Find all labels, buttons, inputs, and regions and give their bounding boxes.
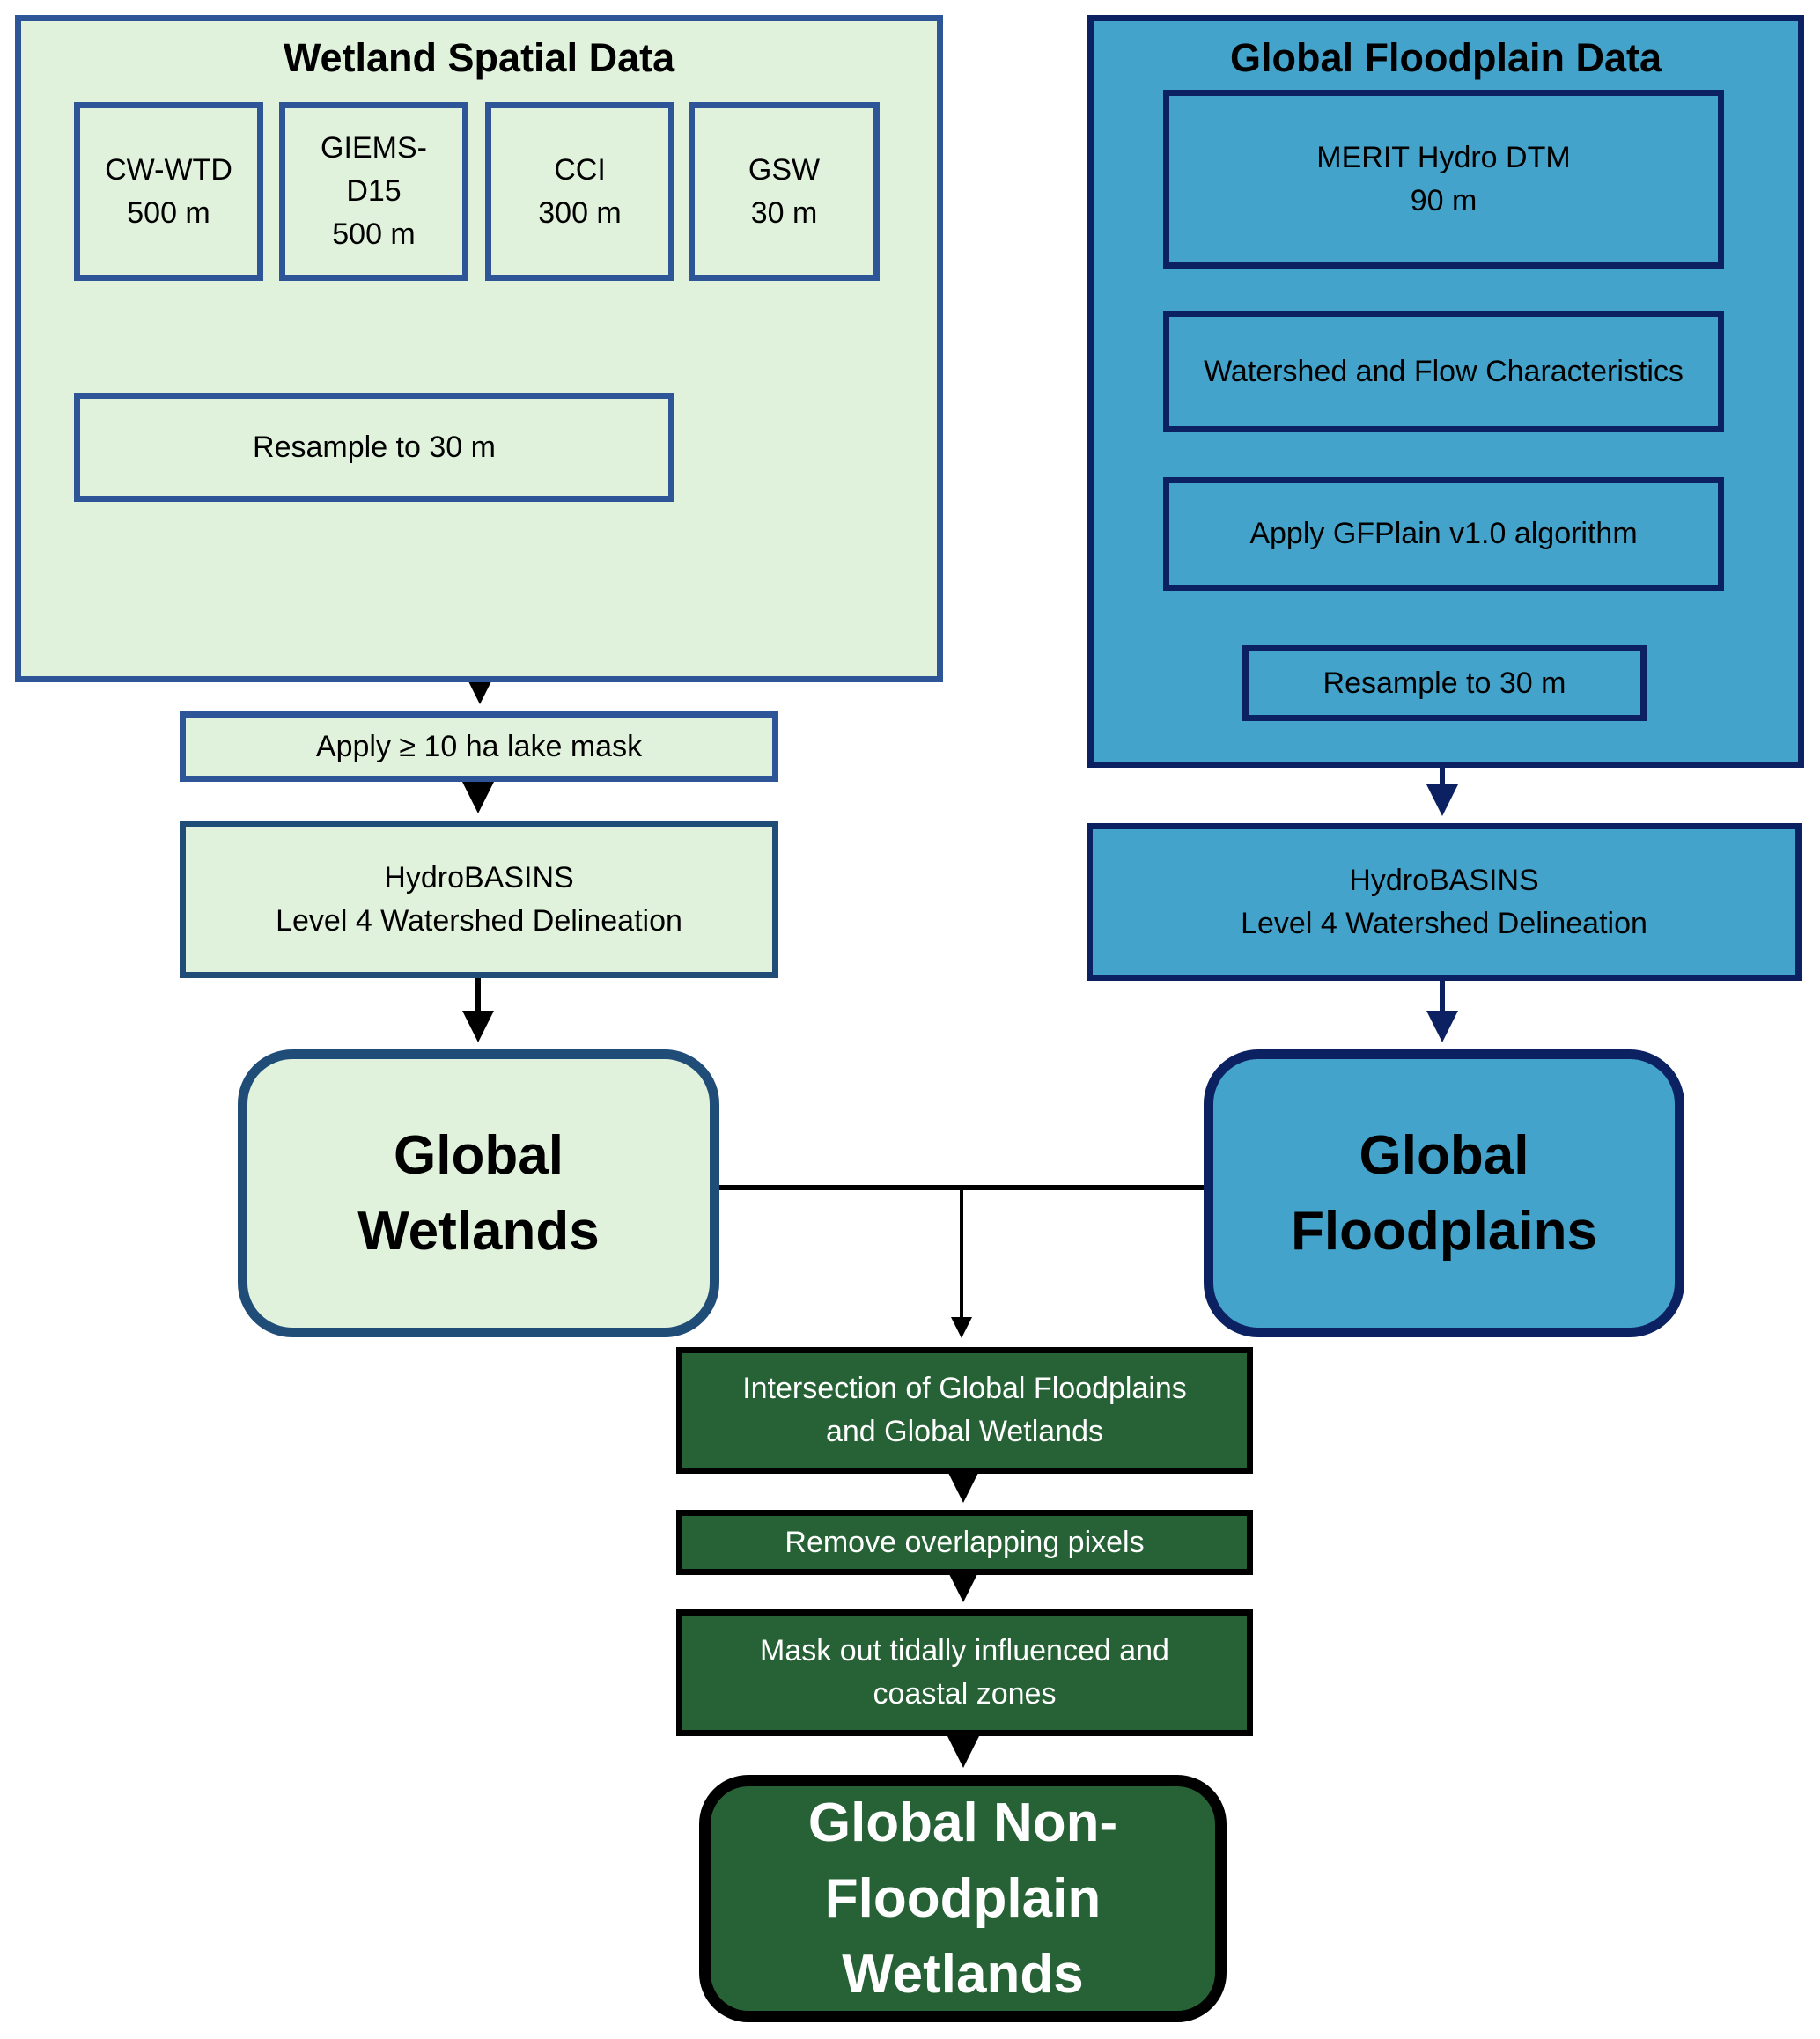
floodplain-panel-title: Global Floodplain Data	[1229, 35, 1662, 80]
watershed-flow-step[interactable]: Watershed and Flow Characteristics	[1163, 311, 1724, 432]
step-label-line1: Mask out tidally influenced and	[760, 1634, 1169, 1667]
step-label: Apply GFPlain v1.0 algorithm	[1249, 517, 1638, 550]
global-wetlands-output[interactable]: Global Wetlands	[238, 1049, 719, 1337]
source-resolution: 30 m	[750, 195, 818, 230]
intersection-step[interactable]: Intersection of Global Floodplains and G…	[676, 1347, 1253, 1474]
join-connector	[718, 1185, 1204, 1768]
step-label-line1: HydroBASINS	[1349, 863, 1539, 897]
output-label-line3: Wetlands	[842, 1943, 1084, 2005]
step-label-line1: Intersection of Global Floodplains	[742, 1372, 1187, 1405]
step-label: Resample to 30 m	[253, 430, 496, 464]
step-label-line2: and Global Wetlands	[825, 1415, 1103, 1448]
step-label-line1: HydroBASINS	[384, 860, 574, 894]
source-resolution: 300 m	[538, 195, 622, 230]
source-name-line1: GIEMS-	[321, 131, 427, 165]
step-label-line2: Level 4 Watershed Delineation	[1241, 906, 1647, 940]
step-label: Remove overlapping pixels	[785, 1525, 1145, 1559]
source-resolution: 500 m	[127, 195, 210, 230]
global-floodplains-output[interactable]: Global Floodplains	[1204, 1049, 1684, 1337]
step-label: Watershed and Flow Characteristics	[1204, 354, 1684, 388]
wetland-panel-title: Wetland Spatial Data	[283, 35, 675, 80]
source-name: CW-WTD	[105, 152, 232, 187]
source-cw-wtd[interactable]: CW-WTD 500 m	[74, 102, 263, 281]
step-label-line2: coastal zones	[873, 1677, 1057, 1711]
source-name-line2: D15	[346, 174, 402, 208]
output-label-line1: Global Non-	[807, 1792, 1118, 1853]
source-name: CCI	[554, 152, 606, 187]
wetland-hydrobasins-step[interactable]: HydroBASINS Level 4 Watershed Delineatio…	[180, 821, 778, 978]
output-label-line1: Global	[394, 1124, 564, 1186]
floodplain-resample-step[interactable]: Resample to 30 m	[1242, 645, 1647, 721]
source-giems-d15[interactable]: GIEMS- D15 500 m	[279, 102, 468, 281]
floodplain-hydrobasins-step[interactable]: HydroBASINS Level 4 Watershed Delineatio…	[1087, 823, 1802, 981]
output-label-line2: Floodplain	[824, 1867, 1102, 1929]
output-label-line2: Wetlands	[357, 1200, 600, 1262]
global-non-floodplain-wetlands-output[interactable]: Global Non- Floodplain Wetlands	[699, 1775, 1227, 2022]
source-cci[interactable]: CCI 300 m	[485, 102, 674, 281]
output-label-line1: Global	[1359, 1124, 1529, 1186]
mask-coastal-step[interactable]: Mask out tidally influenced and coastal …	[676, 1609, 1253, 1736]
lake-mask-step[interactable]: Apply ≥ 10 ha lake mask	[180, 711, 778, 782]
wetland-resample-step[interactable]: Resample to 30 m	[74, 393, 674, 502]
step-label: Resample to 30 m	[1323, 666, 1566, 700]
step-label: Apply ≥ 10 ha lake mask	[315, 729, 643, 763]
step-label-line2: Level 4 Watershed Delineation	[276, 903, 682, 938]
gfplain-step[interactable]: Apply GFPlain v1.0 algorithm	[1163, 477, 1724, 591]
source-resolution: 500 m	[332, 217, 416, 251]
source-resolution: 90 m	[1410, 183, 1477, 217]
remove-overlap-step[interactable]: Remove overlapping pixels	[676, 1510, 1253, 1575]
source-gsw[interactable]: GSW 30 m	[689, 102, 880, 281]
source-name: MERIT Hydro DTM	[1316, 140, 1571, 174]
output-label-line2: Floodplains	[1291, 1200, 1597, 1262]
source-name: GSW	[748, 152, 821, 187]
merit-hydro-dtm-source[interactable]: MERIT Hydro DTM 90 m	[1163, 90, 1724, 269]
